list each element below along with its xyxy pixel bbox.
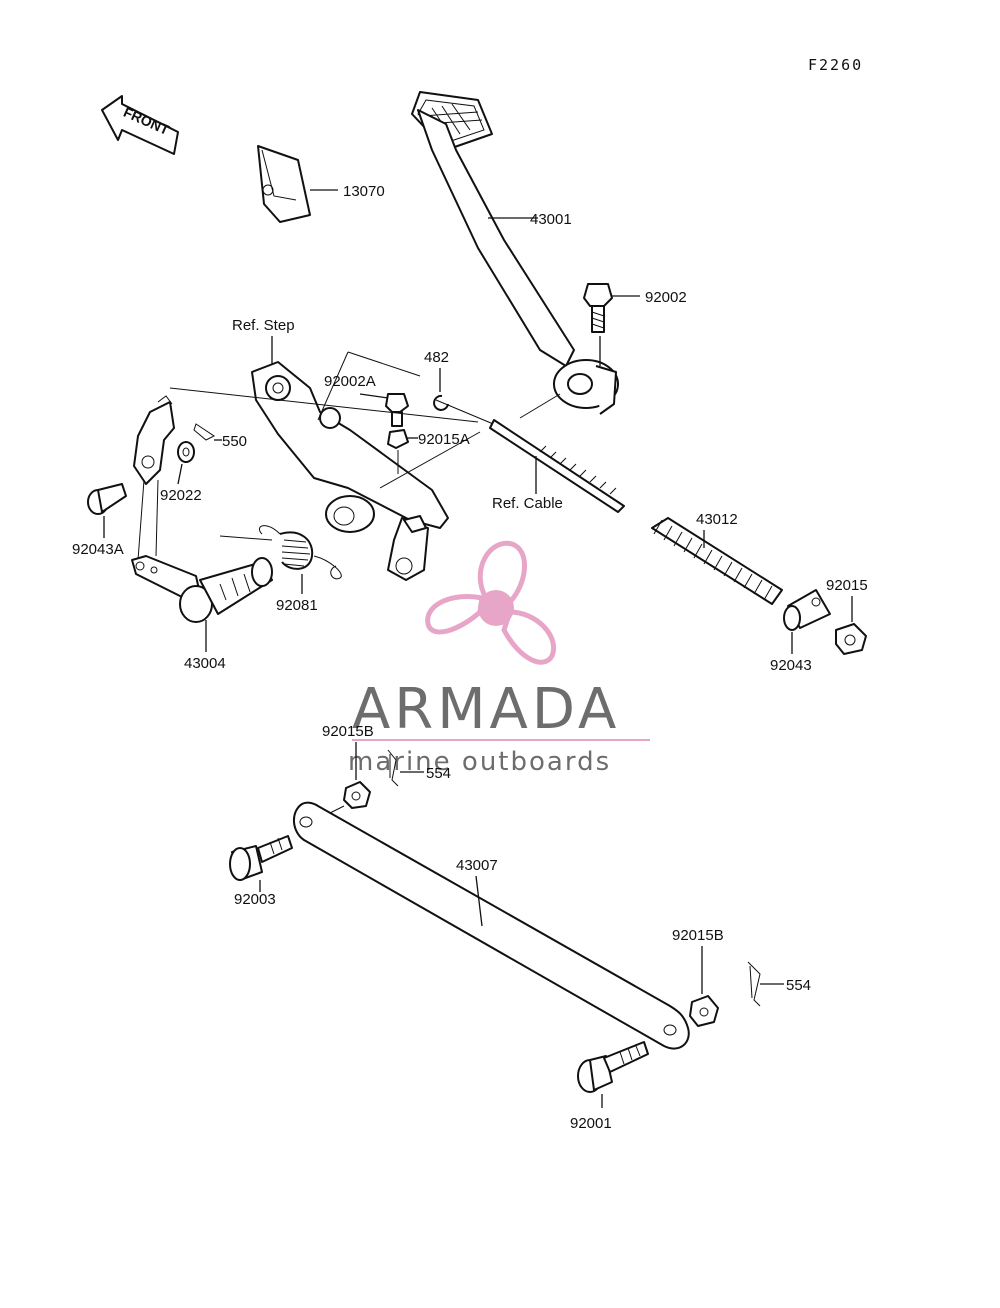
figure-code: F2260 bbox=[808, 56, 863, 74]
cotter-pin-550 bbox=[193, 423, 222, 441]
part-label-13070: 13070 bbox=[343, 183, 385, 200]
part-label-92043: 92043 bbox=[770, 657, 812, 674]
part-label-43004: 43004 bbox=[184, 655, 226, 672]
part-label-43001: 43001 bbox=[530, 211, 572, 228]
bracket-plate-13070 bbox=[257, 145, 338, 223]
part-label-92015B-bottom: 92015B bbox=[672, 927, 724, 944]
part-label-92015: 92015 bbox=[826, 577, 868, 594]
pin-92043A bbox=[87, 483, 127, 538]
nut-92015A bbox=[387, 429, 418, 449]
armada-logo-icon bbox=[425, 540, 556, 665]
part-label-92002: 92002 bbox=[645, 289, 687, 306]
watermark-tagline: marine outboards bbox=[348, 747, 611, 777]
bolt-92001 bbox=[577, 1041, 649, 1108]
clevis-rod-end bbox=[133, 395, 175, 485]
lever-shaft-43004 bbox=[131, 479, 273, 652]
clip-554-bottom bbox=[747, 961, 784, 1007]
washer-92022 bbox=[177, 441, 195, 485]
part-label-92015A: 92015A bbox=[418, 431, 470, 448]
brake-pedal-43001 bbox=[411, 91, 619, 415]
bolt-92002 bbox=[583, 283, 640, 366]
part-label-554-bottom: 554 bbox=[786, 977, 811, 994]
cable-rod bbox=[489, 419, 625, 513]
part-label-92003: 92003 bbox=[234, 891, 276, 908]
nut-92015B-top bbox=[311, 742, 371, 823]
part-label-482: 482 bbox=[424, 349, 449, 366]
clip-554-top bbox=[387, 749, 424, 787]
part-label-92081: 92081 bbox=[276, 597, 318, 614]
watermark-brand: ARMADA bbox=[352, 677, 620, 742]
part-label-92002A: 92002A bbox=[324, 373, 376, 390]
bolt-92003 bbox=[229, 835, 293, 892]
front-arrow-icon: FRONT bbox=[101, 95, 179, 155]
part-label-92043A: 92043A bbox=[72, 541, 124, 558]
nut-92015 bbox=[835, 596, 867, 655]
ref-step-label: Ref. Step bbox=[232, 317, 295, 334]
part-label-43007: 43007 bbox=[456, 857, 498, 874]
part-label-92022: 92022 bbox=[160, 487, 202, 504]
part-label-43012: 43012 bbox=[696, 511, 738, 528]
step-bracket-assembly bbox=[251, 361, 449, 581]
part-label-554-top: 554 bbox=[426, 765, 451, 782]
link-rod-43007 bbox=[293, 801, 690, 1050]
part-label-92001: 92001 bbox=[570, 1115, 612, 1132]
ref-cable-label: Ref. Cable bbox=[492, 495, 563, 512]
part-label-550: 550 bbox=[222, 433, 247, 450]
bolt-92002A bbox=[359, 393, 409, 427]
spring-92081 bbox=[258, 525, 342, 594]
circlip-482 bbox=[433, 368, 449, 411]
part-label-92015B-top: 92015B bbox=[322, 723, 374, 740]
nut-92015B-bottom bbox=[689, 946, 719, 1027]
spring-43012 bbox=[651, 517, 783, 605]
barrel-joint-92043 bbox=[783, 589, 831, 654]
